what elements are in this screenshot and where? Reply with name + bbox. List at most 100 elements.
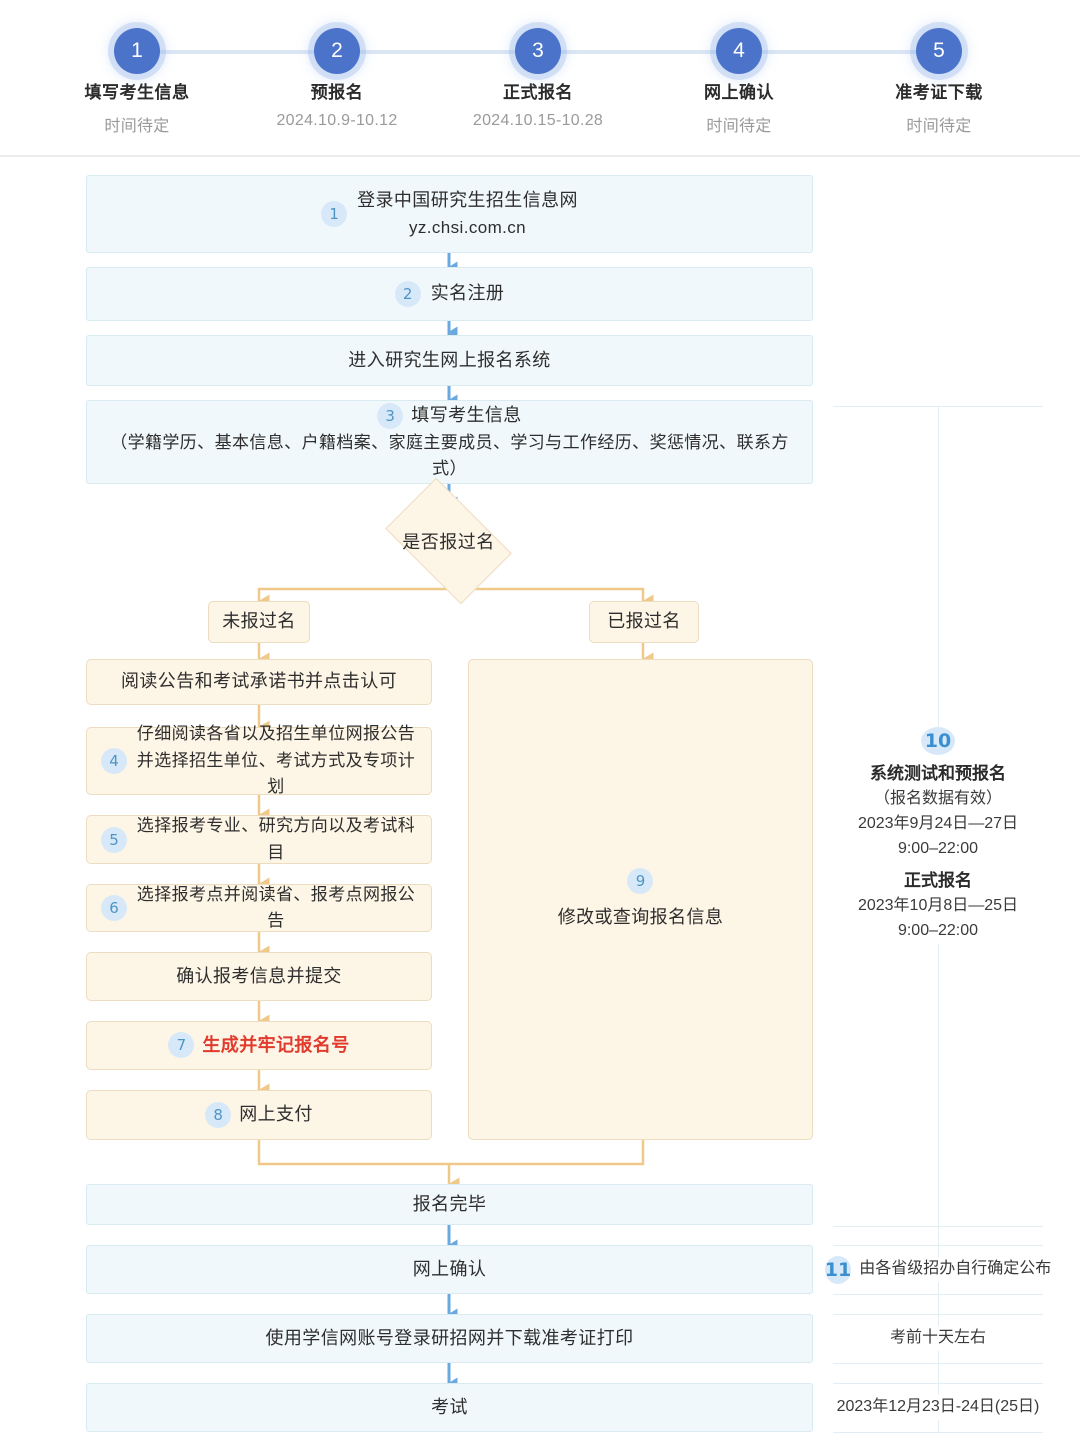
rc-time-pre-registration: 9:00–22:00 <box>897 839 979 857</box>
flow-node-read-announcement-inner: 阅读公告和考试承诺书并点击认可 <box>107 668 411 696</box>
stepper-number-1: 1 <box>114 28 160 74</box>
stepper-number-2: 2 <box>314 28 360 74</box>
stepper-circle-wrap-4: 4 <box>639 0 839 78</box>
flow-node-online-payment-inner: 8 网上支付 <box>191 1101 327 1129</box>
flow-node-download-admission-ticket[interactable]: 使用学信网账号登录研招网并下载准考证打印 <box>86 1314 813 1363</box>
flow-node-download-admission-ticket-text: 使用学信网账号登录研招网并下载准考证打印 <box>265 1327 634 1348</box>
stepper-circle-wrap-1: 1 <box>37 0 237 78</box>
timeline-right-column: 10 系统测试和预报名 （报名数据有效） 2023年9月24日—27日 9:00… <box>0 157 1080 1440</box>
flow-node-generate-text: 生成并牢记报名号 <box>202 1034 350 1055</box>
flow-node-registration-complete-text: 报名完毕 <box>412 1193 487 1214</box>
flow-node-realname-text: 实名注册 <box>430 283 505 304</box>
stepper-number-3: 3 <box>515 28 561 74</box>
flow-node-read-province-line2: 并选择招生单位、考试方式及专项计划 <box>136 750 416 797</box>
stepper-title-3: 正式报名 <box>503 83 573 102</box>
flow-node-read-province-inner: 4 仔细阅读各省以及招生单位网报公告 并选择招生单位、考试方式及专项计划 <box>87 721 431 800</box>
flow-node-read-announcement-text: 阅读公告和考试承诺书并点击认可 <box>121 671 397 692</box>
flow-node-modify-inner: 9 修改或查询报名信息 <box>558 867 724 932</box>
flow-node-confirm-submit[interactable]: 确认报考信息并提交 <box>86 952 432 1001</box>
step-badge-7: 7 <box>168 1032 195 1059</box>
rc-heading-formal-registration: 正式报名 <box>904 870 972 890</box>
flow-node-login-text: 登录中国研究生招生信息网 yz.chsi.com.cn <box>357 187 578 241</box>
rc-badge-10: 10 <box>921 727 955 755</box>
flow-node-select-exam-site-text: 选择报考点并阅读省、报考点网报公告 <box>136 884 416 930</box>
stepper-title-1: 填写考生信息 <box>84 83 190 102</box>
flow-node-enter-system[interactable]: 进入研究生网上报名系统 <box>86 335 813 386</box>
stepper-step-1[interactable]: 1 填写考生信息 时间待定 <box>37 0 237 136</box>
stepper-number-5: 5 <box>916 28 962 74</box>
stepper-step-3[interactable]: 3 正式报名 2024.10.15-10.28 <box>438 0 638 130</box>
step-badge-3: 3 <box>377 402 404 429</box>
flow-node-online-payment-text: 网上支付 <box>239 1104 313 1125</box>
flow-node-exam-text: 考试 <box>431 1396 468 1417</box>
flow-branch-already-registered-text: 已报过名 <box>607 611 681 632</box>
flow-node-fill-line1: 填写考生信息 <box>411 404 522 425</box>
flow-node-select-major[interactable]: 5 选择报考专业、研究方向以及考试科目 <box>86 815 432 864</box>
flow-node-realname-register[interactable]: 2 实名注册 <box>86 267 813 321</box>
flow-node-login[interactable]: 1 登录中国研究生招生信息网 yz.chsi.com.cn <box>86 175 813 253</box>
step-badge-1: 1 <box>321 200 348 227</box>
flow-node-fill-line2: （学籍学历、基本信息、户籍档案、家庭主要成员、学习与工作经历、奖惩情况、联系方式… <box>110 432 789 478</box>
stepper-circle-wrap-2: 2 <box>237 0 437 78</box>
flow-node-registration-complete[interactable]: 报名完毕 <box>86 1184 813 1225</box>
flow-branch-already-registered[interactable]: 已报过名 <box>589 601 699 643</box>
step-badge-2: 2 <box>394 280 421 307</box>
stepper-step-4[interactable]: 4 网上确认 时间待定 <box>639 0 839 136</box>
flow-node-online-confirm-text: 网上确认 <box>412 1258 487 1279</box>
flow-node-enter-system-text: 进入研究生网上报名系统 <box>348 349 551 370</box>
flow-node-read-province-notice[interactable]: 4 仔细阅读各省以及招生单位网报公告 并选择招生单位、考试方式及专项计划 <box>86 724 432 796</box>
progress-stepper: 1 填写考生信息 时间待定 2 预报名 2024.10.9-10.12 3 正式… <box>0 0 1080 157</box>
flow-node-confirm-submit-text: 确认报考信息并提交 <box>176 965 342 986</box>
flow-node-select-major-inner: 5 选择报考专业、研究方向以及考试科目 <box>87 813 431 866</box>
flow-node-exam[interactable]: 考试 <box>86 1383 813 1432</box>
flow-node-fill-text: 3 填写考生信息 （学籍学历、基本信息、户籍档案、家庭主要成员、学习与工作经历、奖… <box>101 402 798 483</box>
rc-block-ten-days-before: 考前十天左右 <box>833 1326 1043 1351</box>
flow-branch-not-registered-text: 未报过名 <box>222 611 296 632</box>
flow-node-fill-inner: 3 填写考生信息 （学籍学历、基本信息、户籍档案、家庭主要成员、学习与工作经历、奖… <box>87 402 812 483</box>
stepper-title-4: 网上确认 <box>704 83 774 102</box>
rc-note-data-valid: （报名数据有效） <box>873 790 1002 808</box>
stepper-step-5[interactable]: 5 准考证下载 时间待定 <box>839 0 1039 136</box>
rc-text-province-announce: 由各省级招办自行确定公布 <box>859 1260 1052 1278</box>
flow-node-enter-system-inner: 进入研究生网上报名系统 <box>334 347 564 375</box>
rc-date-formal-registration: 2023年10月8日—25日 <box>857 897 1019 915</box>
rc-date-pre-registration: 2023年9月24日—27日 <box>857 815 1019 833</box>
rc-badge-11: 11 <box>824 1255 852 1284</box>
flow-node-read-announcement[interactable]: 阅读公告和考试承诺书并点击认可 <box>86 659 432 705</box>
rc-block-province-announce: 11 由各省级招办自行确定公布 <box>824 1255 1051 1284</box>
flow-node-select-exam-site-inner: 6 选择报考点并阅读省、报考点网报公告 <box>87 882 431 935</box>
flow-node-login-line2: yz.chsi.com.cn <box>408 217 527 237</box>
stepper-step-2[interactable]: 2 预报名 2024.10.9-10.12 <box>237 0 437 130</box>
stepper-title-2: 预报名 <box>310 83 364 102</box>
stepper-date-5: 时间待定 <box>906 118 972 135</box>
flow-branch-not-registered[interactable]: 未报过名 <box>208 601 310 643</box>
flow-decision-registered-before[interactable]: 是否报过名 <box>385 477 512 605</box>
step-badge-9: 9 <box>627 867 654 894</box>
stepper-date-1: 时间待定 <box>104 118 170 135</box>
stepper-circle-wrap-3: 3 <box>438 0 638 78</box>
rc-divider-8 <box>833 1432 1043 1433</box>
flow-connectors <box>257 253 654 1389</box>
flow-node-online-payment[interactable]: 8 网上支付 <box>86 1090 432 1140</box>
flow-node-select-exam-site[interactable]: 6 选择报考点并阅读省、报考点网报公告 <box>86 884 432 932</box>
flow-node-modify-query-registration[interactable]: 9 修改或查询报名信息 <box>468 659 813 1140</box>
flow-node-read-province-text: 仔细阅读各省以及招生单位网报公告 并选择招生单位、考试方式及专项计划 <box>135 721 417 800</box>
flow-node-generate-inner: 7 生成并牢记报名号 <box>154 1032 363 1060</box>
stepper-number-4: 4 <box>716 28 762 74</box>
step-badge-6: 6 <box>101 895 127 921</box>
flowchart: 1 登录中国研究生招生信息网 yz.chsi.com.cn 2 实名注册 进入研… <box>0 157 1080 1440</box>
stepper-date-4: 时间待定 <box>706 118 772 135</box>
flow-node-realname-inner: 2 实名注册 <box>381 280 519 308</box>
flow-node-login-inner: 1 登录中国研究生招生信息网 yz.chsi.com.cn <box>307 187 592 241</box>
flow-node-online-confirm[interactable]: 网上确认 <box>86 1245 813 1294</box>
rc-text-exam-date: 2023年12月23日-24日(25日) <box>836 1398 1040 1416</box>
step-badge-8: 8 <box>205 1101 232 1128</box>
flow-node-generate-registration-number[interactable]: 7 生成并牢记报名号 <box>86 1021 432 1070</box>
flow-node-fill-candidate-info[interactable]: 3 填写考生信息 （学籍学历、基本信息、户籍档案、家庭主要成员、学习与工作经历、奖… <box>86 400 813 484</box>
stepper-date-2: 2024.10.9-10.12 <box>276 112 398 129</box>
rc-text-ten-days-before: 考前十天左右 <box>889 1329 986 1347</box>
flow-node-confirm-submit-inner: 确认报考信息并提交 <box>162 963 356 991</box>
rc-heading-system-test: 系统测试和预报名 <box>870 764 1006 783</box>
step-badge-4: 4 <box>101 748 127 774</box>
stepper-circle-wrap-5: 5 <box>839 0 1039 78</box>
